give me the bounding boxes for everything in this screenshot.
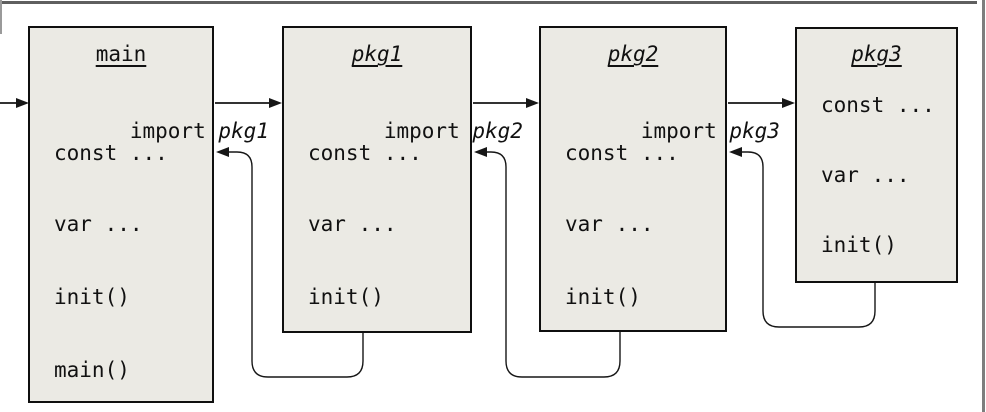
arrow-entry-to-main <box>0 98 29 108</box>
import-statement: import pkg2 <box>308 92 523 143</box>
var-statement: var ... <box>54 212 143 236</box>
const-statement: const ... <box>308 141 422 165</box>
import-target: pkg1 <box>218 119 269 143</box>
arrow-pkg2-to-pkg3 <box>728 98 795 108</box>
const-statement: const ... <box>54 141 168 165</box>
box-title: pkg2 <box>607 42 659 66</box>
main-call: main() <box>54 358 130 382</box>
return-pkg1-to-main <box>216 147 364 378</box>
import-keyword: import <box>383 119 460 143</box>
box-title: main <box>95 42 147 66</box>
return-pkg2-to-pkg1 <box>474 147 621 378</box>
init-call: init() <box>821 233 897 257</box>
init-call: init() <box>308 285 384 309</box>
init-call: init() <box>54 285 130 309</box>
page-border-right <box>982 0 985 412</box>
import-target: pkg2 <box>472 119 523 143</box>
page-border-top <box>0 1 977 4</box>
box-title: pkg1 <box>351 42 403 66</box>
import-statement: import pkg3 <box>565 92 780 143</box>
return-pkg3-to-pkg2 <box>729 147 876 328</box>
package-box-pkg3: pkg3 const ... var ... init() <box>795 27 958 283</box>
arrow-main-to-pkg1 <box>215 98 282 108</box>
package-box-main: main import pkg1 const ... var ... init()… <box>28 26 269 403</box>
import-keyword: import <box>129 119 206 143</box>
import-target: pkg3 <box>729 119 780 143</box>
var-statement: var ... <box>308 212 397 236</box>
const-statement: const ... <box>565 141 679 165</box>
var-statement: var ... <box>565 212 654 236</box>
package-box-pkg1: pkg1 import pkg2 const ... var ... init() <box>282 26 523 333</box>
init-call: init() <box>565 285 641 309</box>
page-border-left-stub <box>0 0 2 34</box>
var-statement: var ... <box>821 163 910 187</box>
import-statement: import pkg1 <box>54 92 269 143</box>
package-box-pkg2: pkg2 import pkg3 const ... var ... init() <box>539 26 780 332</box>
box-title: pkg3 <box>851 42 902 66</box>
arrow-pkg1-to-pkg2 <box>473 98 539 108</box>
const-statement: const ... <box>821 93 935 117</box>
import-keyword: import <box>640 119 717 143</box>
